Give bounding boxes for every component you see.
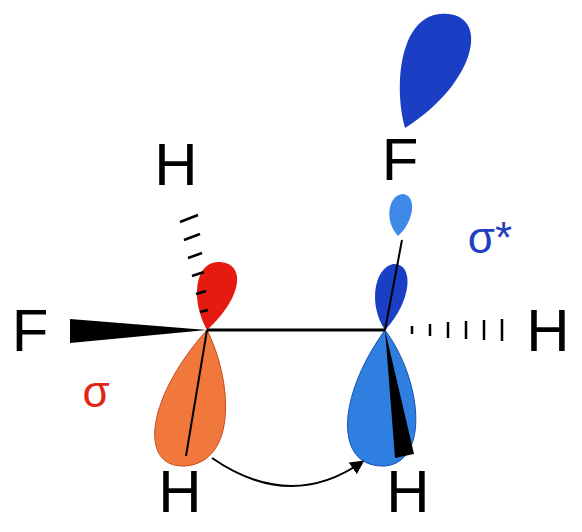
atom-label: H [386,462,429,522]
sigma-star-lobe-fluorine-small [389,194,412,236]
c-h-bond [186,330,207,456]
sigma-star-lobe-fluorine-large [400,14,471,128]
hash-bond [180,215,208,312]
hash-bond [412,319,502,341]
donation-arrow [212,458,362,486]
c-c-bond [207,329,385,332]
atom-label: F [382,130,419,190]
atom-label: H [526,301,569,361]
c-f-bond [385,240,402,330]
wedge-bond [70,319,207,343]
atom-label: H [154,135,197,195]
sigma-lobe-large [155,330,226,466]
wedge-bond [385,330,414,458]
orbital-label: σ [82,370,109,414]
sigma-star-lobe-carbon [347,330,415,466]
atom-label: H [158,462,201,522]
atom-label: F [12,301,49,361]
orbital-label: σ* [468,216,512,260]
